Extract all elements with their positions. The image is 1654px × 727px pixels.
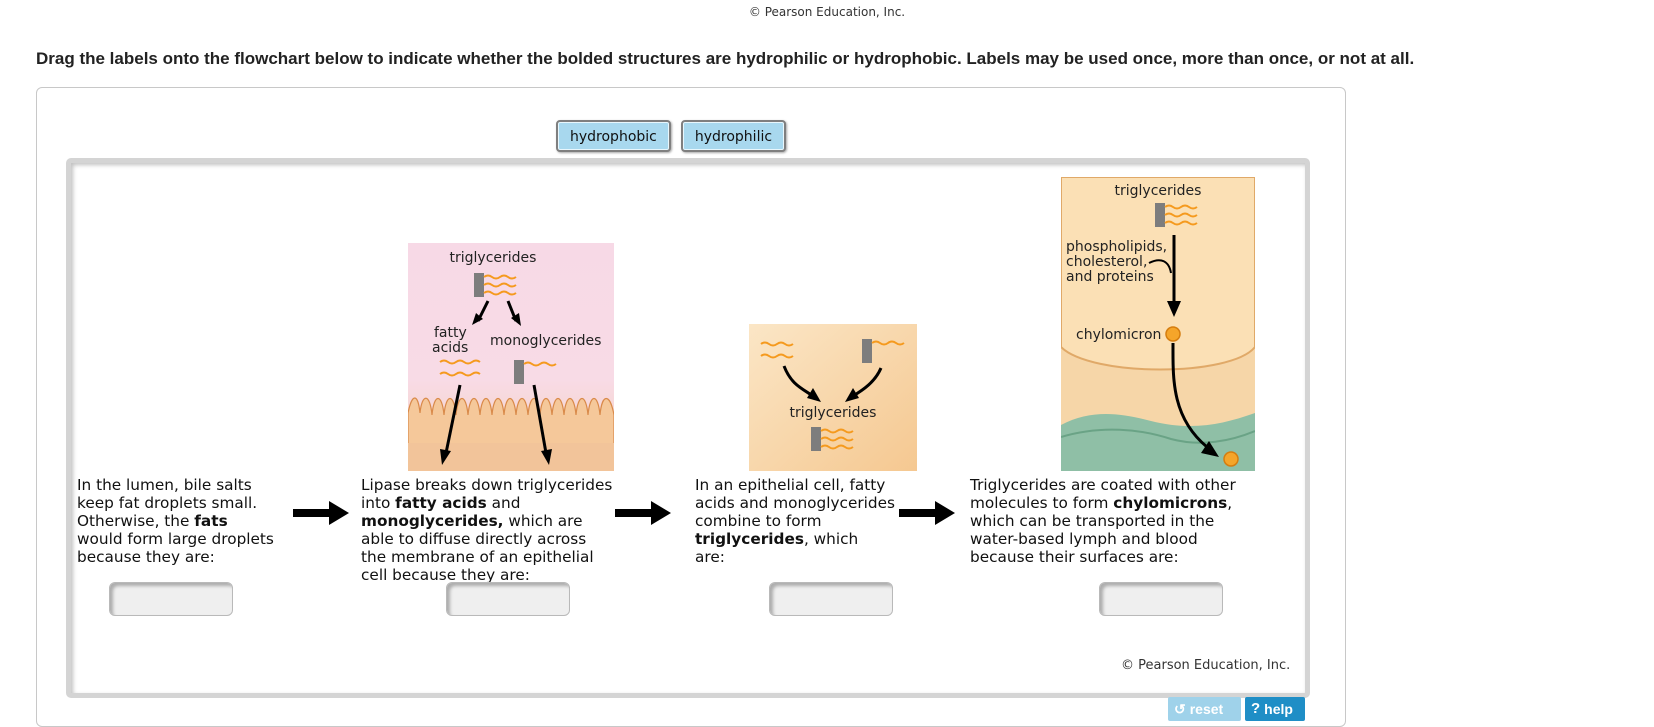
step-text-segment: which can be transported in the bbox=[970, 512, 1215, 530]
step-text-segment: would form large droplets bbox=[77, 530, 274, 548]
lymph-triglycerides-label: triglycerides bbox=[1115, 183, 1202, 199]
lumen-fatty-label-2: acids bbox=[432, 340, 468, 356]
label-hydrophobic[interactable]: hydrophobic bbox=[556, 120, 671, 152]
epithelial-illustration: triglycerides bbox=[749, 324, 917, 471]
lymph-illustration: triglycerides phospholipids, cholesterol… bbox=[1061, 177, 1255, 471]
step-text-segment: In an epithelial cell, fatty bbox=[695, 476, 886, 494]
lumen-fatty-label-1: fatty bbox=[434, 325, 467, 341]
step-3-line: acids and monoglycerides bbox=[695, 494, 945, 512]
step-3-line: combine to form bbox=[695, 512, 945, 530]
step-text-segment: Otherwise, the bbox=[77, 512, 195, 530]
step-3-line: triglycerides, which bbox=[695, 530, 945, 548]
step-1-line: Otherwise, the fats bbox=[77, 512, 337, 530]
step-text-segment: which are bbox=[503, 512, 583, 530]
reset-label: reset bbox=[1189, 701, 1224, 717]
top-copyright: © Pearson Education, Inc. bbox=[748, 5, 906, 19]
bolded-structure: fats bbox=[194, 512, 228, 530]
step-1-line: keep fat droplets small. bbox=[77, 494, 337, 512]
step-text-segment: the membrane of an epithelial bbox=[361, 548, 594, 566]
drop-zone-chylomicrons[interactable] bbox=[1099, 582, 1223, 616]
step-2-line: into fatty acids and bbox=[361, 494, 661, 512]
step-3-line: are: bbox=[695, 548, 945, 566]
lymph-phospho-label-1: phospholipids, bbox=[1066, 239, 1167, 255]
step-4-line: which can be transported in the bbox=[970, 512, 1270, 530]
instructions-text: Drag the labels onto the flowchart below… bbox=[36, 49, 1415, 68]
step-text-segment: Lipase breaks down triglycerides bbox=[361, 476, 613, 494]
label-bank: hydrophobic hydrophilic bbox=[556, 120, 787, 152]
step-text-segment: because their surfaces are: bbox=[970, 548, 1179, 566]
drop-zone-fatty-acids-monoglycerides[interactable] bbox=[446, 582, 570, 616]
label-hydrophilic[interactable]: hydrophilic bbox=[680, 120, 787, 152]
step-text-segment: because they are: bbox=[77, 548, 215, 566]
step-1-line: would form large droplets bbox=[77, 530, 337, 548]
flow-arrow-3-icon bbox=[899, 501, 955, 525]
bolded-structure: fatty acids bbox=[395, 494, 487, 512]
step-4-line: molecules to form chylomicrons, bbox=[970, 494, 1270, 512]
step-2-line: cell because they are: bbox=[361, 566, 661, 584]
lymph-phospho-label-2: cholesterol, bbox=[1066, 254, 1147, 270]
lumen-monoglycerides-label: monoglycerides bbox=[490, 333, 601, 349]
lymph-chylomicron-label: chylomicron bbox=[1076, 327, 1161, 343]
step-text-segment: into bbox=[361, 494, 396, 512]
reset-icon: ↺ bbox=[1174, 701, 1186, 717]
bolded-structure: triglycerides bbox=[695, 530, 804, 548]
step-4-line: Triglycerides are coated with other bbox=[970, 476, 1270, 494]
step-2-line: able to diffuse directly across bbox=[361, 530, 661, 548]
flow-arrow-1-icon bbox=[293, 501, 349, 525]
step-text-segment: keep fat droplets small. bbox=[77, 494, 258, 512]
step-2-line: Lipase breaks down triglycerides bbox=[361, 476, 661, 494]
lumen-triglycerides-label: triglycerides bbox=[450, 250, 537, 266]
drop-zone-fats[interactable] bbox=[109, 582, 233, 616]
bolded-structure: monoglycerides, bbox=[361, 512, 504, 530]
step-text-segment: molecules to form bbox=[970, 494, 1114, 512]
step-text-segment: acids and monoglycerides bbox=[695, 494, 895, 512]
step-text-segment: and bbox=[486, 494, 521, 512]
help-icon: ? bbox=[1251, 700, 1261, 717]
help-label: help bbox=[1264, 701, 1293, 717]
step-text-segment: water-based lymph and blood bbox=[970, 530, 1198, 548]
flowchart-board: triglycerides fatty acids monoglycerides bbox=[66, 158, 1310, 698]
step-3-line: In an epithelial cell, fatty bbox=[695, 476, 945, 494]
lymph-phospho-label-3: and proteins bbox=[1066, 269, 1154, 285]
step-text-segment: able to diffuse directly across bbox=[361, 530, 587, 548]
lumen-illustration: triglycerides fatty acids monoglycerides bbox=[408, 243, 614, 471]
step-text-segment: In the lumen, bile salts bbox=[77, 476, 252, 494]
step-text-segment: , which bbox=[803, 530, 859, 548]
bolded-structure: chylomicrons bbox=[1113, 494, 1228, 512]
step-text-segment: are: bbox=[695, 548, 725, 566]
board-copyright: © Pearson Education, Inc. bbox=[1121, 658, 1291, 673]
reset-button[interactable]: ↺ reset bbox=[1168, 697, 1241, 721]
step-text-segment: combine to form bbox=[695, 512, 822, 530]
step-1-line: because they are: bbox=[77, 548, 337, 566]
step-text-segment: cell because they are: bbox=[361, 566, 530, 584]
epithelial-triglycerides-label: triglycerides bbox=[790, 405, 877, 421]
step-4-line: because their surfaces are: bbox=[970, 548, 1270, 566]
step-2-line: the membrane of an epithelial bbox=[361, 548, 661, 566]
step-4-line: water-based lymph and blood bbox=[970, 530, 1270, 548]
step-text-segment: , bbox=[1227, 494, 1233, 512]
step-2-line: monoglycerides, which are bbox=[361, 512, 661, 530]
drop-zone-triglycerides[interactable] bbox=[769, 582, 893, 616]
flow-arrow-2-icon bbox=[615, 501, 671, 525]
step-1-line: In the lumen, bile salts bbox=[77, 476, 337, 494]
help-button[interactable]: ? help bbox=[1245, 697, 1305, 721]
step-text-segment: Triglycerides are coated with other bbox=[970, 476, 1236, 494]
